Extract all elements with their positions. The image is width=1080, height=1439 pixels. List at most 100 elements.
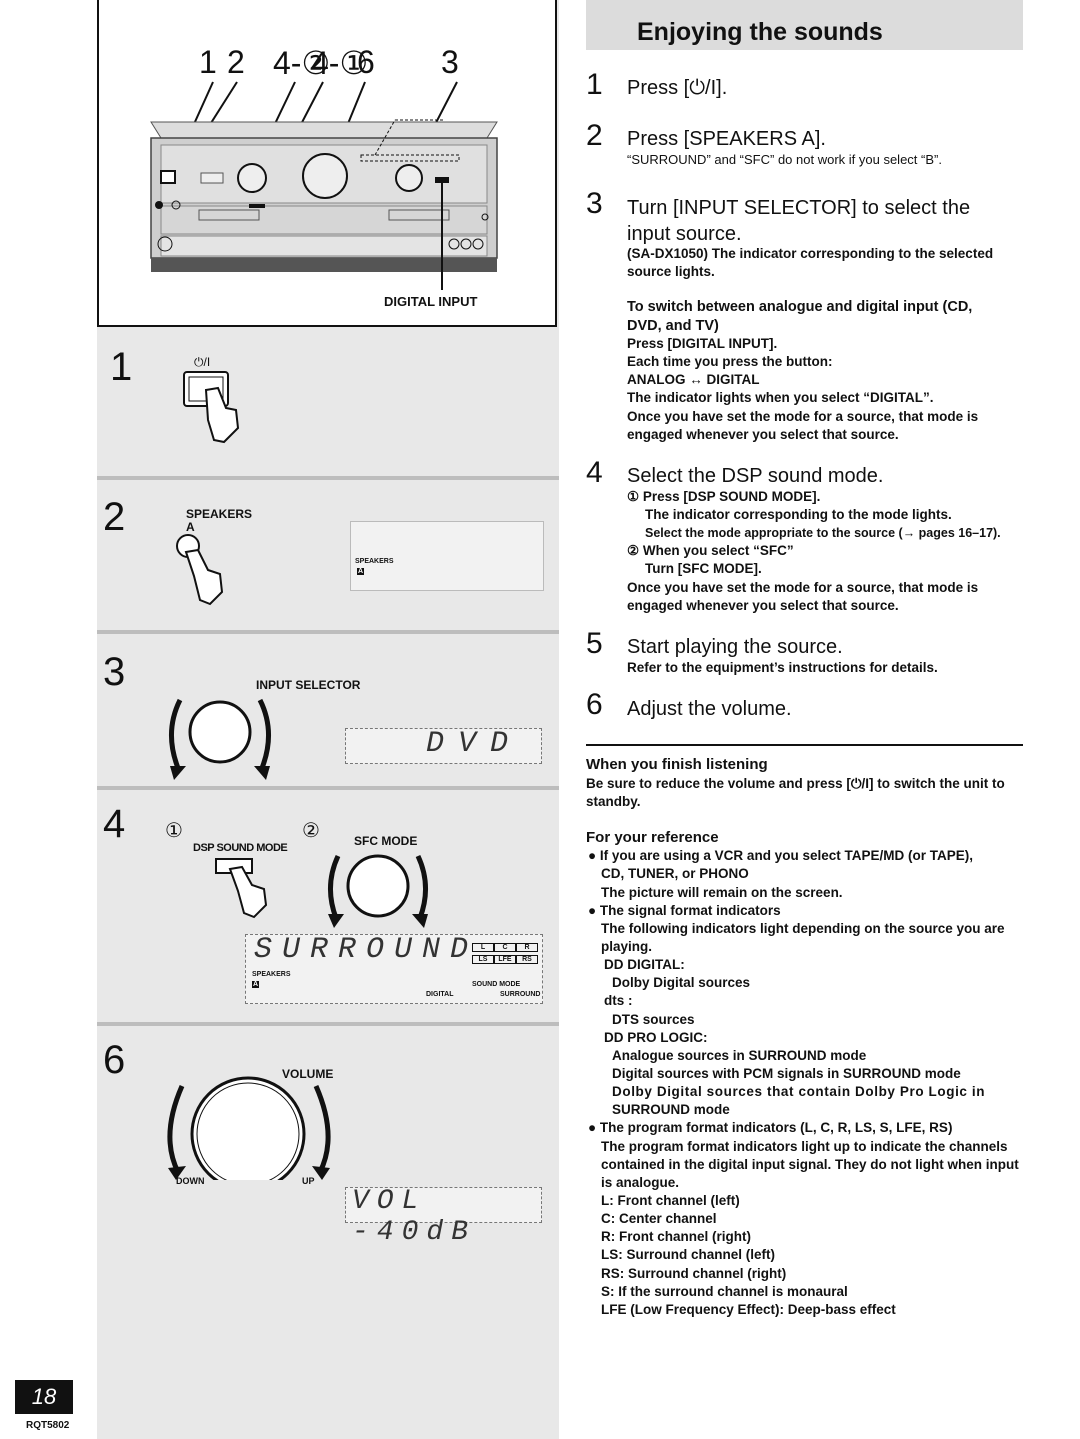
receiver-figure: 1 2 4-② 4-① 6 3 [97, 0, 557, 327]
step-4-heading: Select the DSP sound mode. [627, 465, 884, 487]
reference-line: Analogue sources in SURROUND mode [612, 1048, 867, 1063]
step-4-line: Turn [SFC MODE]. [645, 561, 762, 576]
step-4-line: The indicator corresponding to the mode … [645, 507, 952, 522]
reference-line: C: Center channel [601, 1211, 717, 1226]
display-surround-label: SURROUND [500, 991, 541, 998]
volume-up-label: UP [302, 1176, 315, 1186]
reference-line: The program format indicators light up t… [601, 1139, 1008, 1154]
dsp-sound-mode-label: DSP SOUND MODE [193, 842, 288, 854]
input-selector-label: INPUT SELECTOR [256, 678, 361, 692]
reference-line: LS: Surround channel (left) [601, 1247, 775, 1262]
step-3-line: ANALOG ↔ DIGITAL [627, 372, 760, 387]
document-code: RQT5802 [26, 1420, 70, 1431]
callout-4-1: 4-① [311, 45, 369, 81]
step-4-line: ② When you select “SFC” [627, 543, 794, 558]
dolby-digital-indicator: DD DIGITAL: [604, 957, 685, 972]
step-1-heading: Press [⏻/I]. [627, 77, 728, 99]
reference-line: SURROUND mode [612, 1102, 730, 1117]
input-display: DVD [345, 727, 542, 764]
reference-line: The picture will remain on the screen. [601, 885, 843, 900]
callout-4-2: 4-② [273, 45, 331, 81]
step-4-line: ① Press [DSP SOUND MODE]. [627, 489, 821, 504]
channel-l: L [472, 943, 494, 952]
reference-line: Dolby Digital sources that contain Dolby… [612, 1084, 986, 1099]
surround-display-text: SURROUND [254, 933, 479, 967]
channel-r: R [516, 943, 538, 952]
step-3-number: 3 [586, 187, 603, 220]
finish-line2: standby. [586, 794, 641, 809]
page-title: Enjoying the sounds [637, 18, 883, 46]
title-bar [586, 0, 1023, 50]
volume-display-text: VOL -40dB [352, 1186, 477, 1248]
step-2-heading: Press [SPEAKERS A]. [627, 128, 826, 150]
reference-line: L: Front channel (left) [601, 1193, 740, 1208]
volume-knob-icon [167, 1076, 331, 1180]
panel-6-number: 6 [103, 1038, 126, 1082]
digital-input-label: DIGITAL INPUT [384, 294, 478, 309]
display-speakers-label: SPEAKERS [252, 971, 291, 978]
reference-line: ● If you are using a VCR and you select … [588, 848, 973, 863]
finish-heading: When you finish listening [586, 756, 768, 773]
step-5-heading: Start playing the source. [627, 636, 843, 658]
step-3-model-note-line2: source lights. [627, 264, 715, 279]
volume-label: VOLUME [282, 1067, 334, 1081]
reference-line: Dolby Digital sources [612, 975, 751, 990]
volume-display: VOL -40dB [345, 1186, 542, 1248]
panel-2-number: 2 [103, 495, 126, 539]
reference-line: playing. [601, 939, 653, 954]
speakers-display: SPEAKERS A [350, 521, 544, 591]
reference-line: contained in the digital input signal. T… [601, 1157, 1019, 1172]
reference-line: ● The signal format indicators [588, 903, 781, 918]
speakers-label: SPEAKERS [186, 507, 253, 521]
receiver-drawing [150, 81, 498, 290]
callout-1: 1 [199, 44, 217, 80]
panel-4-number: 4 [103, 802, 126, 846]
display-digital-label: DIGITAL [426, 991, 454, 998]
reference-line: LFE (Low Frequency Effect): Deep-bass ef… [601, 1302, 896, 1317]
reference-line: DTS sources [612, 1012, 695, 1027]
callout-3: 3 [441, 44, 459, 80]
step-3-line: Each time you press the button: [627, 354, 833, 369]
step-2-number: 2 [586, 119, 603, 152]
channel-rs: RS [516, 955, 538, 964]
reference-line: R: Front channel (right) [601, 1229, 751, 1244]
step-3-line: engaged whenever you select that source. [627, 427, 899, 442]
step-5-number: 5 [586, 627, 603, 660]
display-speakers-label: SPEAKERS [355, 558, 394, 565]
section-divider [586, 744, 1023, 746]
pro-logic-indicator: DD PRO LOGIC: [604, 1030, 708, 1045]
panel-divider [97, 630, 559, 634]
channel-indicators-row1: L C R [472, 943, 538, 952]
step-5-note: Refer to the equipment’s instructions fo… [627, 660, 938, 675]
step-3-line: Press [DIGITAL INPUT]. [627, 336, 778, 351]
reference-line: ● The program format indicators (L, C, R… [588, 1120, 953, 1135]
finish-line1: Be sure to reduce the volume and press [… [586, 776, 1005, 791]
reference-line: RS: Surround channel (right) [601, 1266, 787, 1281]
channel-lfe: LFE [494, 955, 516, 964]
display-speakers-badge: A [357, 568, 365, 575]
volume-down-label: DOWN [176, 1176, 205, 1186]
callout-2: 2 [227, 44, 245, 80]
power-label: ⏻/I [194, 355, 211, 369]
panel-divider [97, 786, 559, 790]
panel-4-sub1: ① [165, 820, 183, 842]
sfc-mode-knob-icon [327, 854, 429, 928]
step-3-subheading-line2: DVD, and TV) [627, 318, 719, 334]
step-4-number: 4 [586, 456, 603, 489]
page-number: 18 [15, 1380, 73, 1414]
step-6-number: 6 [586, 688, 603, 721]
reference-line: Digital sources with PCM signals in SURR… [612, 1066, 961, 1081]
step-3-heading-line1: Turn [INPUT SELECTOR] to select the [627, 197, 971, 219]
display-speakers-badge: A [252, 981, 260, 988]
callout-6: 6 [357, 44, 375, 80]
panel-divider [97, 1022, 559, 1026]
speakers-button-press-icon [176, 534, 224, 606]
step-4-line: Once you have set the mode for a source,… [627, 580, 979, 595]
dts-indicator: dts : [604, 993, 633, 1008]
sfc-mode-label: SFC MODE [354, 834, 418, 848]
step-1-number: 1 [586, 68, 603, 101]
dsp-sound-mode-button-press-icon [215, 858, 268, 919]
power-button-press-icon [183, 371, 240, 444]
reference-line: CD, TUNER, or PHONO [601, 866, 749, 881]
step-4-line: Select the mode appropriate to the sourc… [645, 526, 1001, 540]
